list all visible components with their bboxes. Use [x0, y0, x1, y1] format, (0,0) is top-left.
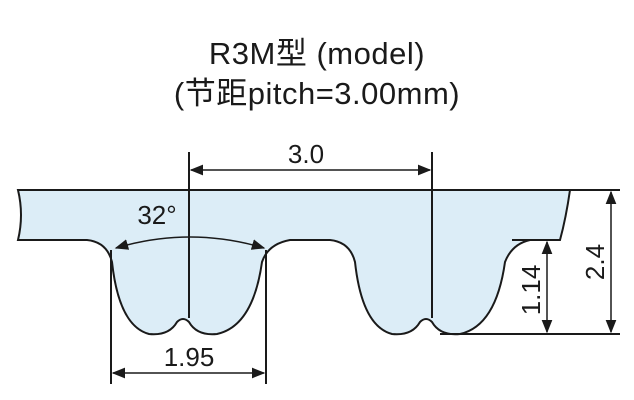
angle-label: 32° [137, 200, 176, 230]
diagram-title: R3M型 (model) [208, 36, 426, 71]
pitch-label: 3.0 [288, 139, 324, 169]
tooth-height-label: 1.14 [516, 265, 546, 316]
angle-arc [114, 236, 266, 250]
diagram-subtitle: (节距pitch=3.00mm) [173, 76, 461, 111]
tooth-width-label: 1.95 [164, 342, 215, 372]
belt-body [16, 189, 572, 336]
belt-height-label: 2.4 [580, 244, 610, 280]
